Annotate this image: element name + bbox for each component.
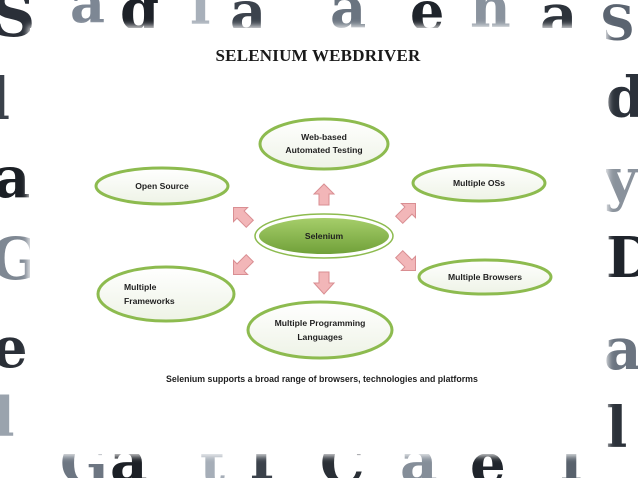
node-selenium: Selenium xyxy=(254,213,394,259)
arrow-lower-right-icon xyxy=(394,249,416,271)
node-selenium-label: Selenium xyxy=(305,231,344,241)
node-multiple-frameworks: Multiple Frameworks xyxy=(96,265,236,323)
node-multiple-languages-line1: Multiple Programming xyxy=(275,318,366,328)
selenium-diagram: Selenium Web-based Automated Testing Ope… xyxy=(94,117,553,360)
node-multiple-browsers: Multiple Browsers xyxy=(417,258,553,296)
node-multiple-frameworks-line1: Multiple xyxy=(124,282,157,292)
node-web-based: Web-based Automated Testing xyxy=(258,117,390,171)
node-multiple-languages: Multiple Programming Languages xyxy=(246,300,394,360)
node-multiple-oss-label: Multiple OSs xyxy=(453,178,505,188)
node-multiple-frameworks-line2: Frameworks xyxy=(124,296,175,306)
node-web-based-line1: Web-based xyxy=(301,132,347,142)
node-multiple-browsers-label: Multiple Browsers xyxy=(448,272,522,282)
arrow-lower-left-icon xyxy=(233,253,255,275)
arrow-upper-right-icon xyxy=(394,203,416,225)
node-open-source-label: Open Source xyxy=(135,181,189,191)
node-web-based-line2: Automated Testing xyxy=(285,145,362,155)
arrow-up-icon xyxy=(312,183,336,206)
node-open-source: Open Source xyxy=(94,166,230,206)
slide-card: SELENIUM WEBDRIVER Selenium Web-based Au… xyxy=(30,28,606,454)
node-multiple-oss: Multiple OSs xyxy=(411,163,547,203)
node-multiple-languages-line2: Languages xyxy=(297,332,343,342)
arrow-down-icon xyxy=(312,271,336,295)
diagram-caption: Selenium supports a broad range of brows… xyxy=(166,374,478,384)
arrow-upper-left-icon xyxy=(233,207,255,229)
slide-title: SELENIUM WEBDRIVER xyxy=(215,46,421,65)
